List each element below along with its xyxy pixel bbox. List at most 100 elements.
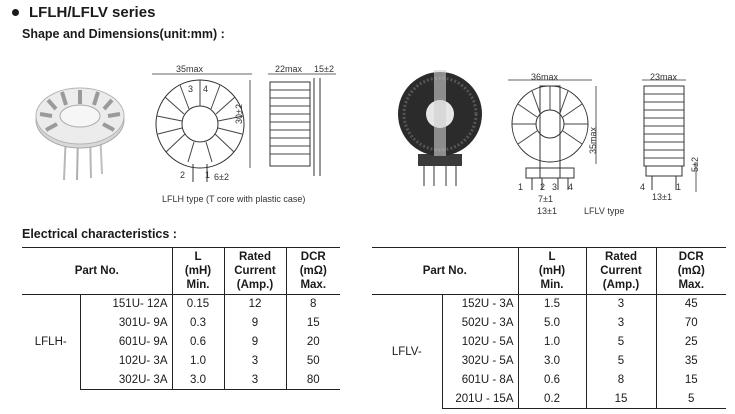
part-cell: 151U- 12A: [79, 294, 173, 314]
header-dcr: DCR (mΩ) Max.: [286, 247, 340, 295]
table-row: 302U - 5A 3.0 5 35: [372, 351, 726, 371]
l-cell: 3.0: [518, 351, 587, 371]
header-current-line2: Current: [234, 265, 276, 277]
part-cell: 201U - 15A: [441, 389, 519, 409]
lflh-pin-1: 1: [205, 170, 211, 180]
lflv-caption: LFLV type: [584, 206, 625, 216]
part-cell: 102U - 5A: [441, 332, 519, 352]
header-part-no: Part No.: [372, 247, 519, 295]
part-cell: 301U- 9A: [79, 313, 173, 333]
table-row: 301U- 9A 0.3 9 15: [22, 313, 340, 333]
current-cell: 8: [586, 370, 657, 390]
header-dcr-line3: Max.: [678, 279, 705, 291]
lflh-photo: [28, 72, 128, 182]
l-cell: 1.0: [172, 351, 225, 371]
lflv-side-pin-1: 1: [676, 182, 682, 192]
part-cell: 302U - 5A: [441, 351, 519, 371]
current-cell: 9: [224, 332, 287, 352]
dcr-cell: 70: [684, 317, 698, 329]
lflh-depth-dim: 22max: [275, 64, 303, 74]
lflh-header-row: Part No. L (mH) Min. Rated Current (Amp.…: [22, 247, 340, 295]
lflv-depth-dim: 23max: [650, 72, 678, 82]
header-l-line1: L: [194, 251, 202, 263]
current-cell: 9: [224, 313, 287, 333]
table-row: 201U - 15A 0.2 15 5: [372, 389, 726, 409]
lflv-height-dim: 35max: [588, 126, 598, 154]
lflh-height-dim: 30±2: [234, 104, 244, 124]
dcr-cell: 8: [310, 298, 317, 311]
lflh-pitch-dim: 6±2: [214, 172, 229, 182]
table-row: LFLV- 152U - 3A 1.5 3 45: [372, 294, 726, 358]
lflv-photo: [388, 68, 488, 188]
header-dcr-line1: DCR: [678, 251, 704, 263]
l-cell: 0.2: [518, 389, 587, 409]
series-title: LFLH/LFLV series: [12, 4, 155, 21]
lflh-group-label: LFLH-: [34, 336, 67, 349]
current-cell: 5: [586, 351, 657, 371]
part-cell: 502U - 3A: [441, 313, 519, 333]
header-dcr-line2: (mΩ): [299, 265, 327, 277]
current-cell: 12: [224, 294, 287, 314]
header-l: L (mH) Min.: [518, 247, 587, 295]
dcr-cell: 80: [286, 370, 340, 390]
table-row: 102U- 3A 1.0 3 50: [22, 351, 340, 371]
header-part-no: Part No.: [22, 247, 173, 295]
lflh-caption: LFLH type (T core with plastic case): [162, 194, 306, 204]
part-cell: 102U- 3A: [79, 351, 173, 371]
table-row: 601U - 8A 0.6 8 15: [372, 370, 726, 390]
header-l-line3: Min.: [186, 279, 210, 291]
table-row: 302U- 3A 3.0 3 80: [22, 370, 340, 390]
current-cell: 3: [224, 351, 287, 371]
header-current-line3: (Amp.): [602, 279, 640, 291]
lflh-front-view: [148, 64, 258, 188]
lflv-front-view: [506, 72, 606, 196]
dcr-cell: 15: [684, 374, 698, 386]
lflh-pin-2: 2: [180, 170, 186, 180]
dcr-cell: 35: [684, 355, 698, 367]
shape-title: Shape and Dimensions(unit:mm) :: [22, 27, 225, 41]
header-current-line1: Rated: [239, 251, 271, 263]
dcr-cell: 20: [306, 336, 320, 348]
header-dcr-line3: Max.: [300, 279, 327, 291]
dcr-cell: 45: [684, 298, 698, 311]
lflh-width-dim: 35max: [176, 64, 204, 74]
part-cell: 302U- 3A: [79, 370, 173, 390]
dcr-cell: 25: [684, 336, 698, 348]
electrical-title: Electrical characteristics :: [22, 227, 177, 241]
lflh-side-view: [264, 64, 344, 188]
part-cell: 601U - 8A: [441, 370, 519, 390]
header-current: Rated Current (Amp.): [586, 247, 657, 295]
dcr-cell: 50: [306, 355, 320, 367]
l-cell: 1.0: [518, 332, 587, 352]
table-row: LFLH- 151U- 12A 0.15 12 8: [22, 294, 340, 348]
dcr-cell: 15: [306, 317, 320, 329]
lflv-pin-1: 1: [518, 182, 524, 192]
l-cell: 0.3: [172, 313, 225, 333]
lflv-width-dim: 36max: [531, 72, 559, 82]
current-cell: 3: [586, 313, 657, 333]
header-l: L (mH) Min.: [172, 247, 225, 295]
table-row: 601U- 9A 0.6 9 20: [22, 332, 340, 352]
lflv-table: Part No. L (mH) Min. Rated Current (Amp.…: [372, 247, 726, 409]
lflv-pin-4: 4: [568, 182, 574, 192]
bullet-icon: [12, 9, 19, 16]
l-cell: 0.15: [172, 294, 225, 314]
lflv-side-pin-4: 4: [640, 182, 646, 192]
lflv-base-dim: 13±1: [537, 206, 557, 216]
header-current: Rated Current (Amp.): [224, 247, 287, 295]
lflv-header-row: Part No. L (mH) Min. Rated Current (Amp.…: [372, 247, 726, 295]
header-l-line1: L: [548, 251, 556, 263]
header-dcr-line2: (mΩ): [677, 265, 705, 277]
table-row: 102U - 5A 1.0 5 25: [372, 332, 726, 352]
lflh-pin-4: 4: [203, 84, 209, 94]
lflh-pin-3: 3: [188, 84, 194, 94]
header-l-line2: (mH): [538, 265, 566, 277]
current-cell: 3: [586, 294, 657, 314]
l-cell: 1.5: [518, 294, 587, 314]
header-current-line2: Current: [600, 265, 642, 277]
part-cell: 152U - 3A: [441, 294, 519, 314]
part-cell: 601U- 9A: [79, 332, 173, 352]
lflv-pin-2: 2: [540, 182, 546, 192]
lflv-pin-3: 3: [552, 182, 558, 192]
header-current-line3: (Amp.): [236, 279, 274, 291]
